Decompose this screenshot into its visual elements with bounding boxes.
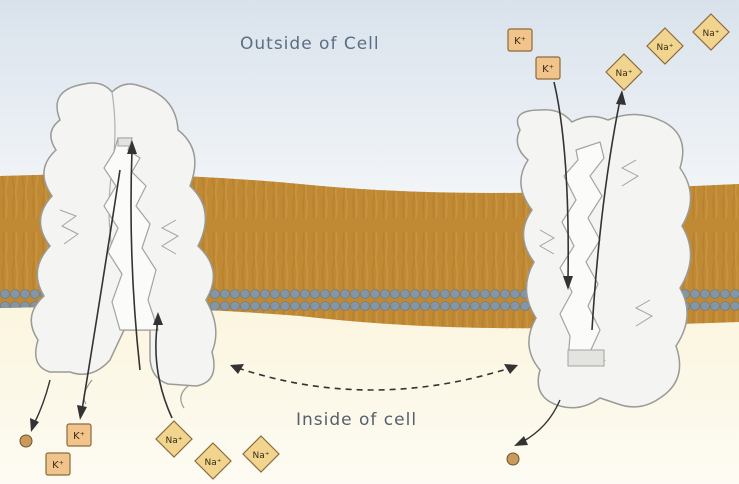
k-ion-box: K⁺ (67, 424, 91, 446)
k-ion-label: K⁺ (514, 36, 526, 47)
outside-of-cell-label: Outside of Cell (240, 34, 380, 54)
na-ion-label: Na⁺ (253, 451, 270, 461)
k-ion-box: K⁺ (536, 57, 560, 79)
k-ion-label: K⁺ (52, 460, 64, 471)
na-ion-label: Na⁺ (657, 43, 674, 53)
na-ion-label: Na⁺ (703, 29, 720, 39)
na-ion-label: Na⁺ (205, 458, 222, 468)
k-ion-box: K⁺ (508, 29, 532, 51)
k-ion-label: K⁺ (542, 64, 554, 75)
k-ion-box: K⁺ (46, 453, 70, 475)
ion-dot (20, 435, 32, 447)
na-ion-label: Na⁺ (166, 436, 183, 446)
na-ion-label: Na⁺ (616, 69, 633, 79)
k-ion-label: K⁺ (73, 431, 85, 442)
pump-protein-right (517, 110, 690, 408)
inside-of-cell-label: Inside of cell (296, 410, 417, 430)
ion-dot (507, 453, 519, 465)
